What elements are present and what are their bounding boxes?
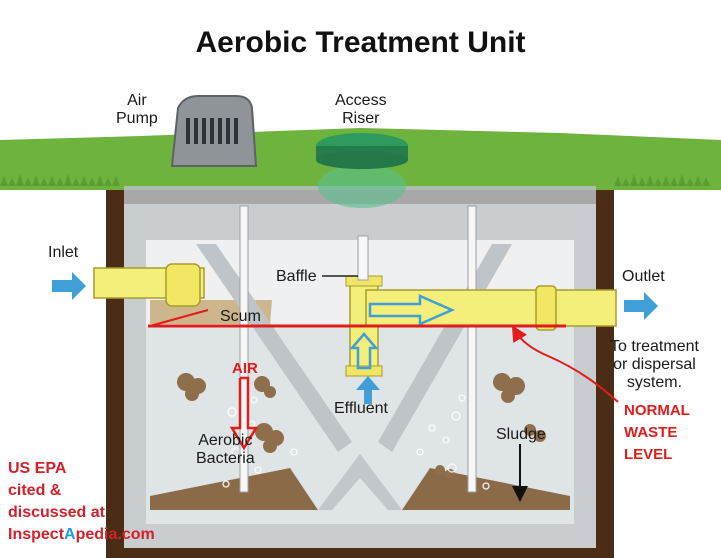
label-normal-waste-level: NORMAL WASTE LEVEL bbox=[624, 400, 690, 466]
label-access-riser: Access Riser bbox=[335, 92, 387, 128]
sludge-clumps bbox=[177, 373, 546, 479]
grass-edge bbox=[0, 174, 120, 186]
label-outlet: Outlet bbox=[622, 268, 665, 285]
settling-cone bbox=[318, 454, 402, 510]
label-effluent: Effluent bbox=[334, 400, 388, 417]
baffle-vent bbox=[357, 235, 369, 281]
credit-site-accent: A bbox=[64, 526, 76, 543]
scum-pointer bbox=[149, 309, 209, 327]
credit-site-part-2: pedia.com bbox=[75, 526, 155, 543]
credit-line-2: cited & bbox=[8, 482, 62, 499]
baffle-bottom bbox=[345, 365, 383, 377]
waste-level-pointer bbox=[511, 325, 619, 403]
label-air-pump-line-1: Air bbox=[127, 92, 147, 109]
flow-arrows bbox=[52, 272, 658, 404]
grass-edge-right bbox=[614, 174, 721, 186]
outlet-fitting bbox=[535, 285, 557, 331]
label-destination: To treatment or dispersal system. bbox=[610, 338, 699, 392]
label-access-riser-line-2: Riser bbox=[342, 110, 380, 127]
label-inlet: Inlet bbox=[48, 244, 79, 261]
label-air-pump: Air Pump bbox=[116, 92, 158, 128]
label-air: AIR bbox=[232, 360, 258, 377]
inlet-fitting bbox=[165, 263, 201, 307]
label-aerobic-bacteria-line-1: Aerobic bbox=[198, 432, 253, 449]
credit-line-3: discussed at bbox=[8, 504, 105, 521]
label-normal-waste-level-line-3: LEVEL bbox=[624, 446, 673, 463]
label-sludge: Sludge bbox=[496, 426, 546, 443]
aeration-tube-left bbox=[239, 205, 249, 493]
credit-site-part-1: Inspect bbox=[8, 526, 65, 543]
label-air-pump-line-2: Pump bbox=[116, 110, 158, 127]
label-destination-line-2: or dispersal bbox=[613, 356, 696, 373]
label-normal-waste-level-line-2: WASTE bbox=[624, 424, 678, 441]
credit-site-link[interactable]: InspectApedia.com bbox=[8, 524, 155, 546]
label-destination-line-3: system. bbox=[626, 374, 683, 391]
label-aerobic-bacteria-line-2: Bacteria bbox=[196, 450, 255, 467]
air-pump bbox=[170, 95, 258, 167]
label-access-riser-line-1: Access bbox=[335, 92, 387, 109]
riser-body-glow bbox=[318, 164, 406, 208]
air-arrow bbox=[229, 376, 259, 451]
aeration-tube-right bbox=[467, 205, 477, 493]
credit-line-1: US EPA bbox=[8, 460, 67, 477]
pipe-flow-outlines bbox=[349, 294, 456, 370]
diagram-title: Aerobic Treatment Unit bbox=[195, 26, 526, 59]
chamber-wall-left bbox=[196, 244, 352, 452]
label-normal-waste-level-line-1: NORMAL bbox=[624, 402, 690, 419]
label-scum: Scum bbox=[220, 308, 261, 325]
label-destination-line-1: To treatment bbox=[610, 338, 699, 355]
outlet-pipe bbox=[365, 289, 617, 327]
source-credit: US EPA cited & discussed at InspectApedi… bbox=[8, 458, 155, 546]
label-baffle: Baffle bbox=[276, 268, 317, 285]
sludge-bed-left bbox=[150, 468, 318, 510]
label-aerobic-bacteria: Aerobic Bacteria bbox=[196, 432, 255, 468]
